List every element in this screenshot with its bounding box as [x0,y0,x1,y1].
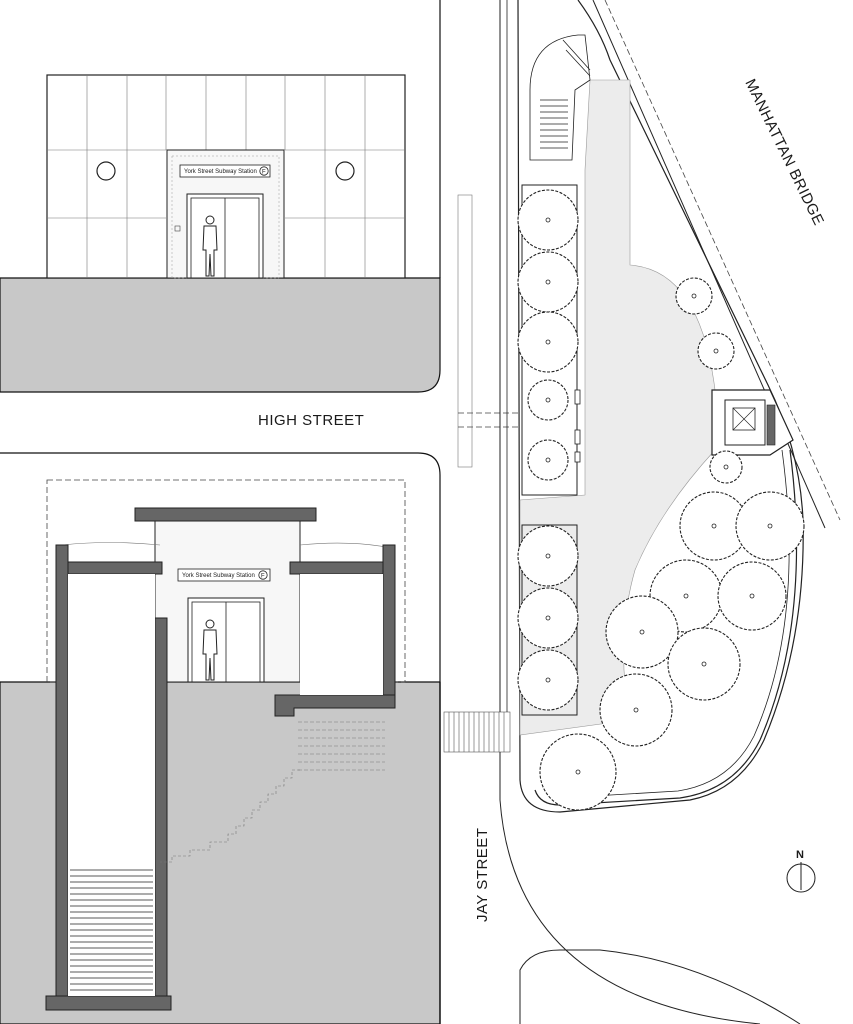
shaft-stairs [70,869,153,991]
site-plan: N [443,0,841,1024]
porthole-window [96,161,116,181]
f-line-letter: F [262,170,266,176]
high-street-label: HIGH STREET [258,412,364,429]
station-sign [179,164,271,178]
person-figure [202,215,218,277]
escalator-profile [160,769,300,863]
manhattan-bridge-label: MANHATTAN BRIDGE [741,76,827,228]
crosswalk [443,711,511,753]
elevation-view: York Street Subway Station F [0,0,441,393]
north-arrow: N [786,849,816,893]
jay-street-label: JAY STREET [474,828,491,922]
station-sign-text: York Street Subway Station [184,169,257,175]
f-line-bullet [259,166,269,176]
porthole-window [335,161,355,181]
north-arrow-label: N [796,849,804,861]
elevation-ground [0,277,441,393]
elevator-kiosk [711,389,794,456]
f-line-letter: F [261,574,265,580]
canopy-roof [134,507,317,522]
station-sign-text: York Street Subway Station [182,573,255,579]
f-line-bullet [258,570,268,580]
station-sign [177,568,271,582]
person-figure [202,619,218,681]
section-view: York Street Subway Station F [0,452,441,1024]
north-stairs [529,34,591,161]
